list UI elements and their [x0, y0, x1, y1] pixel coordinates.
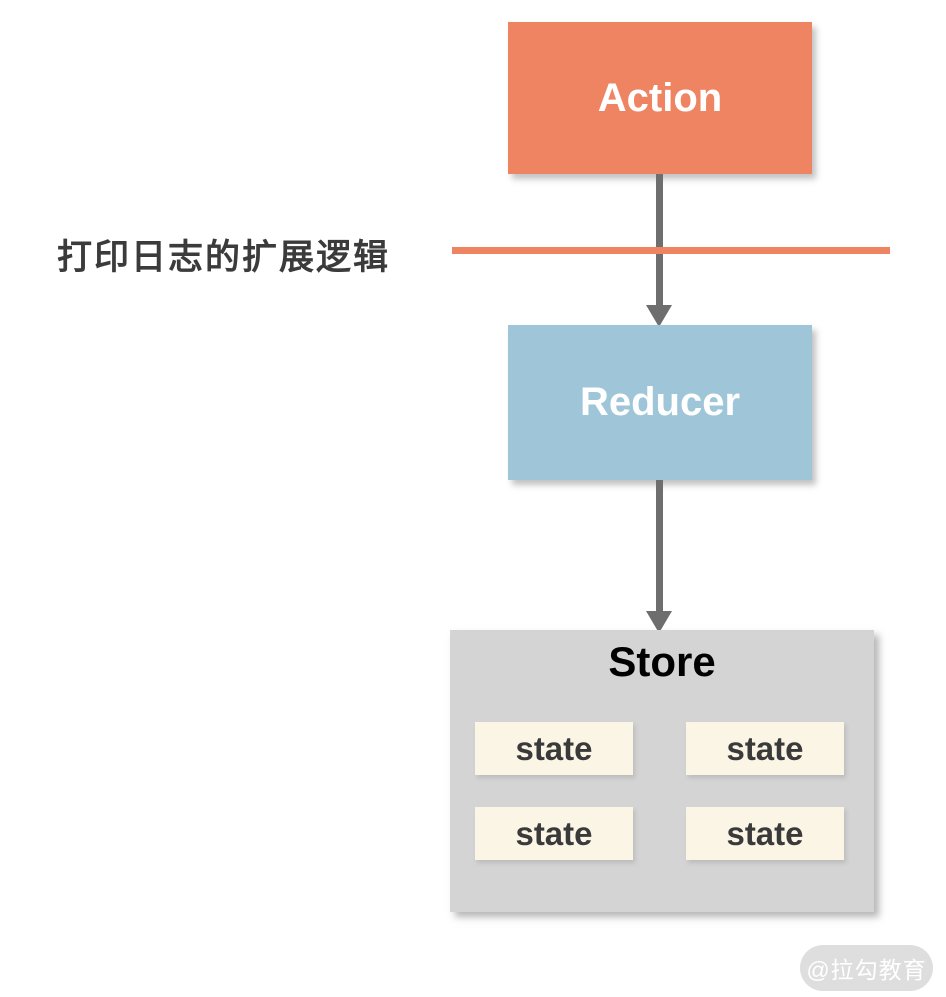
action-node-label: Action: [597, 75, 723, 120]
middleware-annotation-label: 打印日志的扩展逻辑: [57, 238, 391, 277]
reducer-node: Reducer: [508, 325, 812, 480]
store-node-label: Store: [608, 638, 716, 685]
store-node: Store state state state state: [450, 630, 874, 912]
state-box: state: [686, 807, 844, 860]
middleware-intercept-line: [452, 247, 890, 254]
state-box: state: [475, 807, 633, 860]
arrow-reducer-to-store-head: [646, 611, 672, 633]
arrow-reducer-to-store-line: [656, 480, 663, 613]
state-box: state: [686, 722, 844, 775]
arrow-action-to-reducer-line: [656, 174, 663, 307]
action-node: Action: [508, 22, 812, 174]
state-box: state: [475, 722, 633, 775]
reducer-node-label: Reducer: [579, 380, 741, 424]
watermark-badge: @拉勾教育: [800, 945, 933, 991]
arrow-action-to-reducer-head: [646, 305, 672, 327]
